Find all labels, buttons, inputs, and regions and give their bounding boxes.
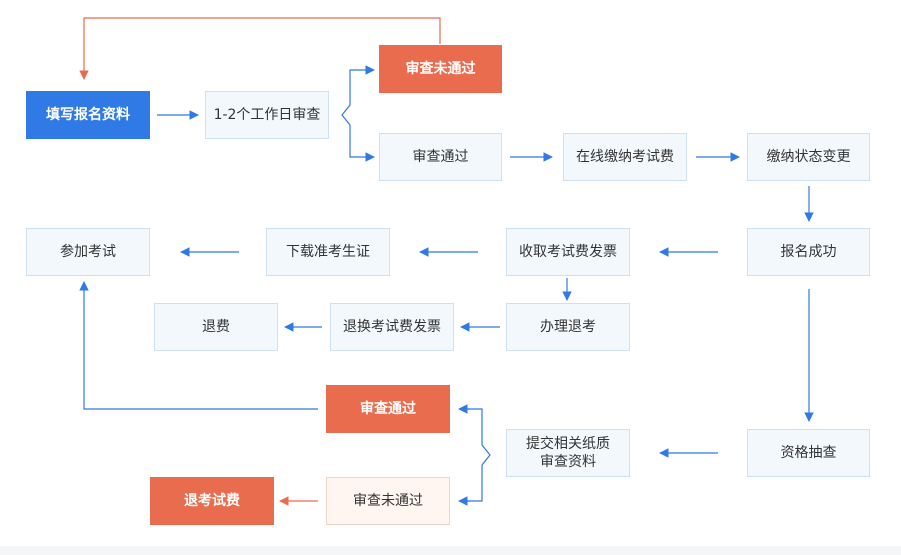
branch-bracket-top (341, 69, 372, 158)
node-label: 审查未通过 (353, 493, 423, 509)
node-submit-docs: 提交相关纸质 审查资料 (506, 429, 630, 477)
branch-bracket-bottom (462, 408, 491, 502)
node-label-line2: 审查资料 (540, 454, 596, 470)
node-label: 缴纳状态变更 (766, 149, 851, 165)
node-label: 审查未通过 (405, 61, 476, 77)
node-label: 退换考试费发票 (343, 319, 441, 335)
node-review-passed-bottom: 审查通过 (326, 385, 450, 433)
node-label-line1: 提交相关纸质 (526, 436, 610, 452)
node-pay-online: 在线缴纳考试费 (563, 133, 687, 181)
node-label: 资格抽查 (780, 445, 837, 461)
node-exchange-invoice: 退换考试费发票 (330, 303, 454, 351)
node-receive-invoice: 收取考试费发票 (506, 228, 630, 276)
node-download-ticket: 下载准考生证 (266, 228, 390, 276)
node-review-failed-bottom: 审查未通过 (326, 477, 450, 525)
footer-bar (0, 546, 901, 555)
node-review-passed-top: 审查通过 (379, 133, 502, 181)
node-take-exam: 参加考试 (26, 228, 150, 276)
node-review-failed-top: 审查未通过 (379, 45, 502, 93)
node-label: 报名成功 (780, 244, 837, 260)
node-label: 退考试费 (184, 493, 240, 509)
node-refund: 退费 (154, 303, 278, 351)
node-registration-success: 报名成功 (747, 228, 870, 276)
node-fill-form: 填写报名资料 (26, 91, 150, 139)
node-refund-exam-fee: 退考试费 (150, 477, 274, 525)
node-label: 审查通过 (360, 401, 416, 417)
node-label: 1-2个工作日审查 (213, 107, 321, 123)
node-label: 办理退考 (540, 319, 596, 335)
node-label: 收取考试费发票 (519, 244, 617, 260)
node-withdraw: 办理退考 (506, 303, 630, 351)
node-review-1-2-days: 1-2个工作日审查 (205, 91, 329, 139)
arrow-passed-to-exam (79, 281, 318, 410)
node-label: 退费 (202, 319, 230, 335)
node-qualification-check: 资格抽查 (747, 429, 870, 477)
node-label: 在线缴纳考试费 (576, 149, 674, 165)
node-label: 审查通过 (412, 149, 469, 165)
node-label: 填写报名资料 (46, 107, 130, 123)
node-payment-status-change: 缴纳状态变更 (747, 133, 870, 181)
node-label: 下载准考生证 (286, 244, 370, 260)
node-label: 参加考试 (60, 244, 116, 260)
loop-back-arrow (79, 17, 441, 80)
